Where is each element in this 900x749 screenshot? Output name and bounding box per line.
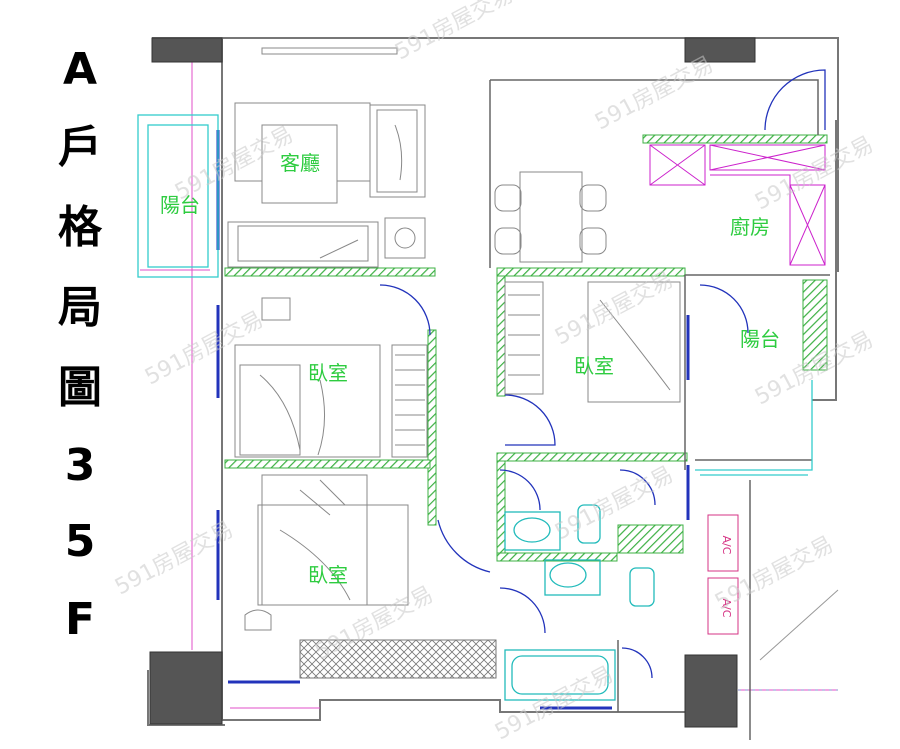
bathroom-fixtures <box>504 504 655 701</box>
room-label-bedroom-mid-left: 臥室 <box>308 361 348 385</box>
floor-plan-title: A 戶 格 局 圖 3 5 F <box>40 40 120 660</box>
title-char: 5 <box>64 516 96 567</box>
door-swings <box>379 69 826 679</box>
bedroom-furniture <box>234 281 681 631</box>
balcony-outlines <box>137 114 813 476</box>
ac-units: A/C A/C <box>707 514 739 635</box>
title-char: 戶 <box>58 122 102 173</box>
partition-lines <box>489 79 830 740</box>
structural-columns <box>149 37 756 728</box>
external-pattern <box>738 589 839 691</box>
room-label-balcony-left: 陽台 <box>160 193 200 217</box>
watermark: 591房屋交易 <box>391 0 518 65</box>
room-label-balcony-right: 陽台 <box>740 327 780 351</box>
title-char: 3 <box>64 440 96 491</box>
watermark: 591房屋交易 <box>491 662 618 745</box>
room-label-bedroom-center: 臥室 <box>574 354 614 378</box>
room-label-bedroom-bottom-left: 臥室 <box>308 563 348 587</box>
ac-unit-label: A/C <box>720 599 733 618</box>
watermark: 591房屋交易 <box>141 307 268 390</box>
title-char: 格 <box>58 202 102 253</box>
watermark: 591房屋交易 <box>551 267 678 350</box>
title-char: 圖 <box>58 362 102 413</box>
title-char: A <box>62 44 98 95</box>
room-label-living-room: 客廳 <box>280 151 320 175</box>
title-char: F <box>64 594 96 645</box>
kitchen-furniture <box>494 144 826 266</box>
watermark: 591房屋交易 <box>591 52 718 135</box>
watermarks: 591房屋交易 591房屋交易 591房屋交易 591房屋交易 591房屋交易 … <box>111 0 878 745</box>
windows <box>216 130 690 710</box>
room-label-kitchen: 廚房 <box>730 215 770 239</box>
room-labels: 客廳 陽台 廚房 臥室 臥室 陽台 臥室 <box>160 151 780 587</box>
interior-walls <box>224 134 828 679</box>
ac-unit-label: A/C <box>720 536 733 555</box>
title-char: 局 <box>58 282 102 333</box>
living-room-furniture <box>227 47 426 268</box>
